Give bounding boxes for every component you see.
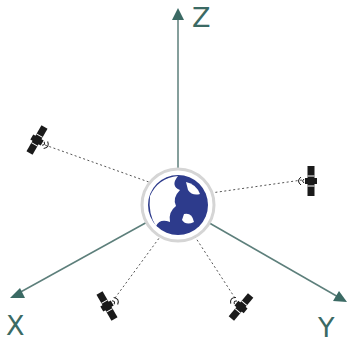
axis-label: Y [318,314,335,341]
axis-lines [17,16,340,298]
axis-label: X [6,312,25,339]
earth-globe [142,169,214,241]
axis-label: Z [192,4,211,31]
satellite [222,287,255,322]
axis-arrowheads [10,8,347,302]
satellite [299,166,318,196]
satellite [24,124,55,159]
signal-lines [45,145,302,298]
satellite [94,287,125,322]
